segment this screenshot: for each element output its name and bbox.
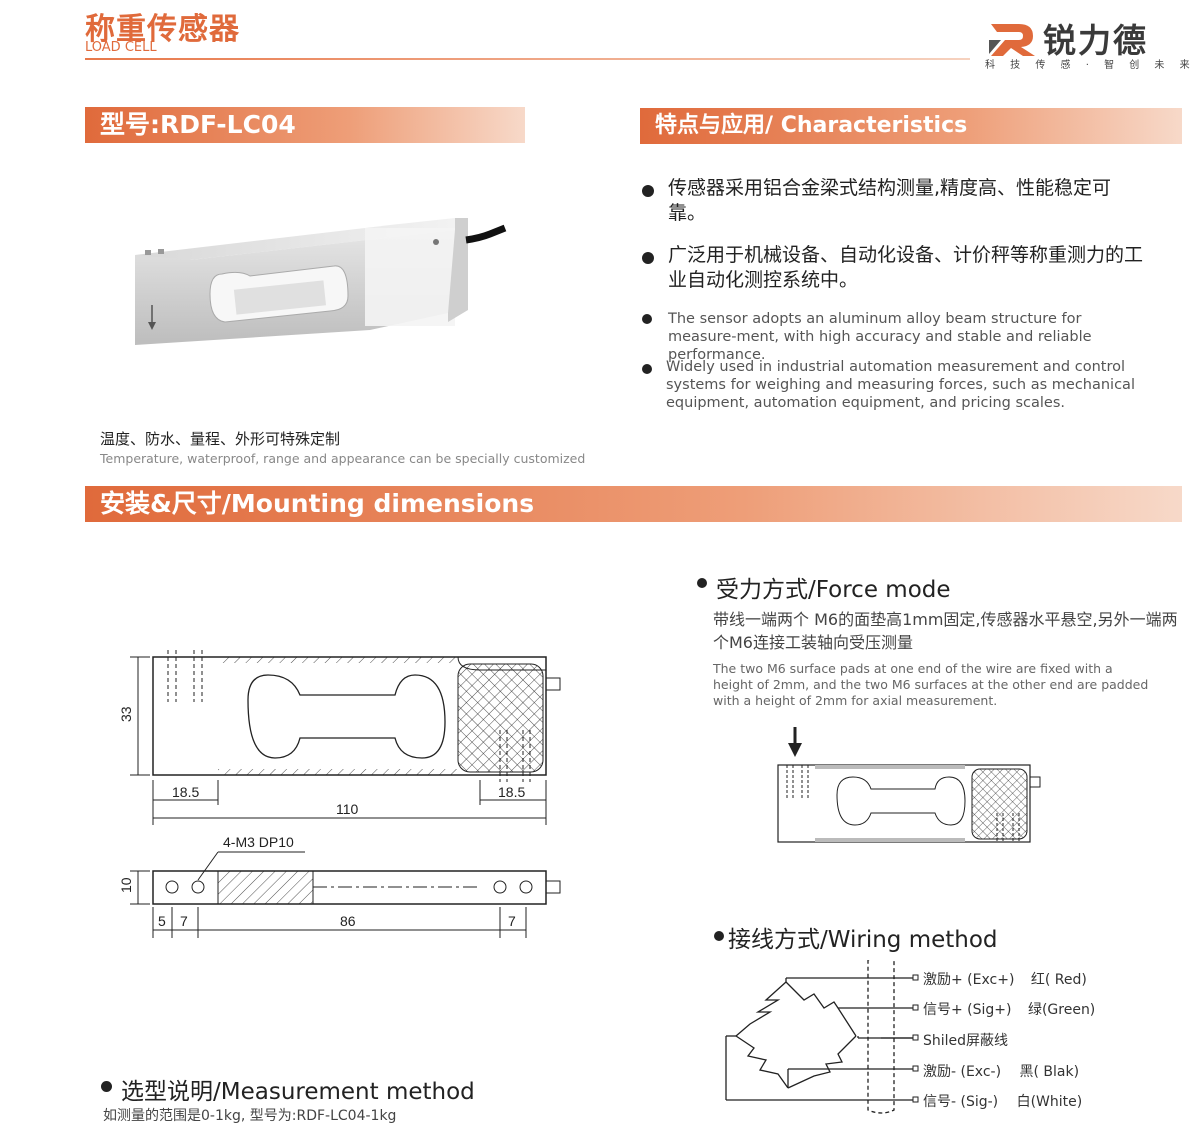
force-mode-cn: 带线一端两个 M6的面垫高1mm固定,传感器水平悬空,另外一端两个M6连接工装轴…	[713, 610, 1178, 652]
logo-mark-icon	[989, 24, 1035, 56]
force-mode-title: 受力方式/Force mode	[716, 577, 951, 603]
wire-label: 信号+ (Sig+)	[923, 1002, 1012, 1018]
dim-right: 18.5	[498, 784, 525, 800]
dim-height: 33	[118, 706, 134, 722]
bullet-icon	[642, 314, 652, 324]
feature-cn-2: 广泛用于机械设备、自动化设备、计价秤等称重测力的工业自动化测控系统中。	[668, 244, 1144, 291]
wire-label: 激励+ (Exc+)	[923, 972, 1015, 988]
wire-label: 激励- (Exc-)	[923, 1064, 1002, 1080]
dim-total: 110	[336, 801, 359, 817]
dim-width: 10	[118, 877, 134, 893]
bullet-icon	[697, 578, 707, 588]
dim-7b: 7	[508, 913, 516, 929]
wire-exc-minus: 激励- (Exc-) 黑( Blak)	[923, 1061, 1079, 1081]
wire-color: 绿(Green)	[1027, 1002, 1096, 1018]
mounting-banner: 安装&尺寸/Mounting dimensions	[85, 486, 1182, 522]
wire-color: 红( Red)	[1030, 972, 1087, 988]
feature-en-2: Widely used in industrial automation mea…	[666, 359, 1135, 411]
brand-logo: 锐力德 科 技 传 感 · 智 创 未 来	[985, 12, 1190, 72]
wiring-title: 接线方式/Wiring method	[728, 927, 998, 953]
dimension-drawing: 33 18.5 110 18.5 4-M3 DP10 10 5 7 86 7	[118, 650, 561, 938]
custom-note-cn: 温度、防水、量程、外形可特殊定制	[100, 430, 341, 448]
model-banner: 型号:RDF-LC04	[85, 107, 525, 143]
feature-cn-1: 传感器采用铝合金梁式结构测量,精度高、性能稳定可靠。	[668, 177, 1112, 224]
wire-label: 信号- (Sig-)	[923, 1094, 999, 1110]
dim-7: 7	[180, 913, 188, 929]
page-title: 称重传感器	[85, 12, 240, 47]
brand-slogan: 科 技 传 感 · 智 创 未 来	[985, 60, 1196, 71]
force-mode-en: The two M6 surface pads at one end of th…	[713, 661, 1149, 708]
bullet-icon	[642, 364, 652, 374]
wiring-diagram	[725, 960, 919, 1114]
bullet-icon	[642, 185, 654, 197]
custom-note-en: Temperature, waterproof, range and appea…	[100, 451, 586, 466]
bullet-icon	[642, 252, 654, 264]
force-mode-drawing	[777, 727, 1041, 843]
wire-sig-plus: 信号+ (Sig+) 绿(Green)	[923, 999, 1095, 1019]
dim-left: 18.5	[172, 784, 199, 800]
bullet-icon	[101, 1081, 112, 1092]
wire-color: 黑( Blak)	[1019, 1064, 1080, 1080]
bullet-icon	[714, 931, 724, 941]
wire-exc-plus: 激励+ (Exc+) 红( Red)	[923, 969, 1087, 989]
brand-name: 锐力德	[1043, 21, 1148, 60]
wire-shield: Shiled屏蔽线	[923, 1030, 1008, 1050]
wire-label: Shiled屏蔽线	[923, 1033, 1009, 1049]
feature-en-1: The sensor adopts an aluminum alloy beam…	[668, 311, 1092, 363]
product-photo	[135, 218, 507, 345]
measurement-title: 选型说明/Measurement method	[121, 1079, 475, 1105]
dim-86: 86	[340, 913, 356, 929]
measurement-text: 如测量的范围是0-1kg, 型号为:RDF-LC04-1kg	[103, 1108, 397, 1124]
wire-color: 白(White)	[1016, 1094, 1083, 1110]
page-subtitle: LOAD CELL	[85, 40, 157, 55]
wire-sig-minus: 信号- (Sig-) 白(White)	[923, 1091, 1082, 1111]
header-divider	[85, 58, 970, 60]
dim-5: 5	[158, 913, 166, 929]
hole-label: 4-M3 DP10	[223, 834, 294, 850]
features-banner: 特点与应用/ Characteristics	[640, 108, 1182, 144]
